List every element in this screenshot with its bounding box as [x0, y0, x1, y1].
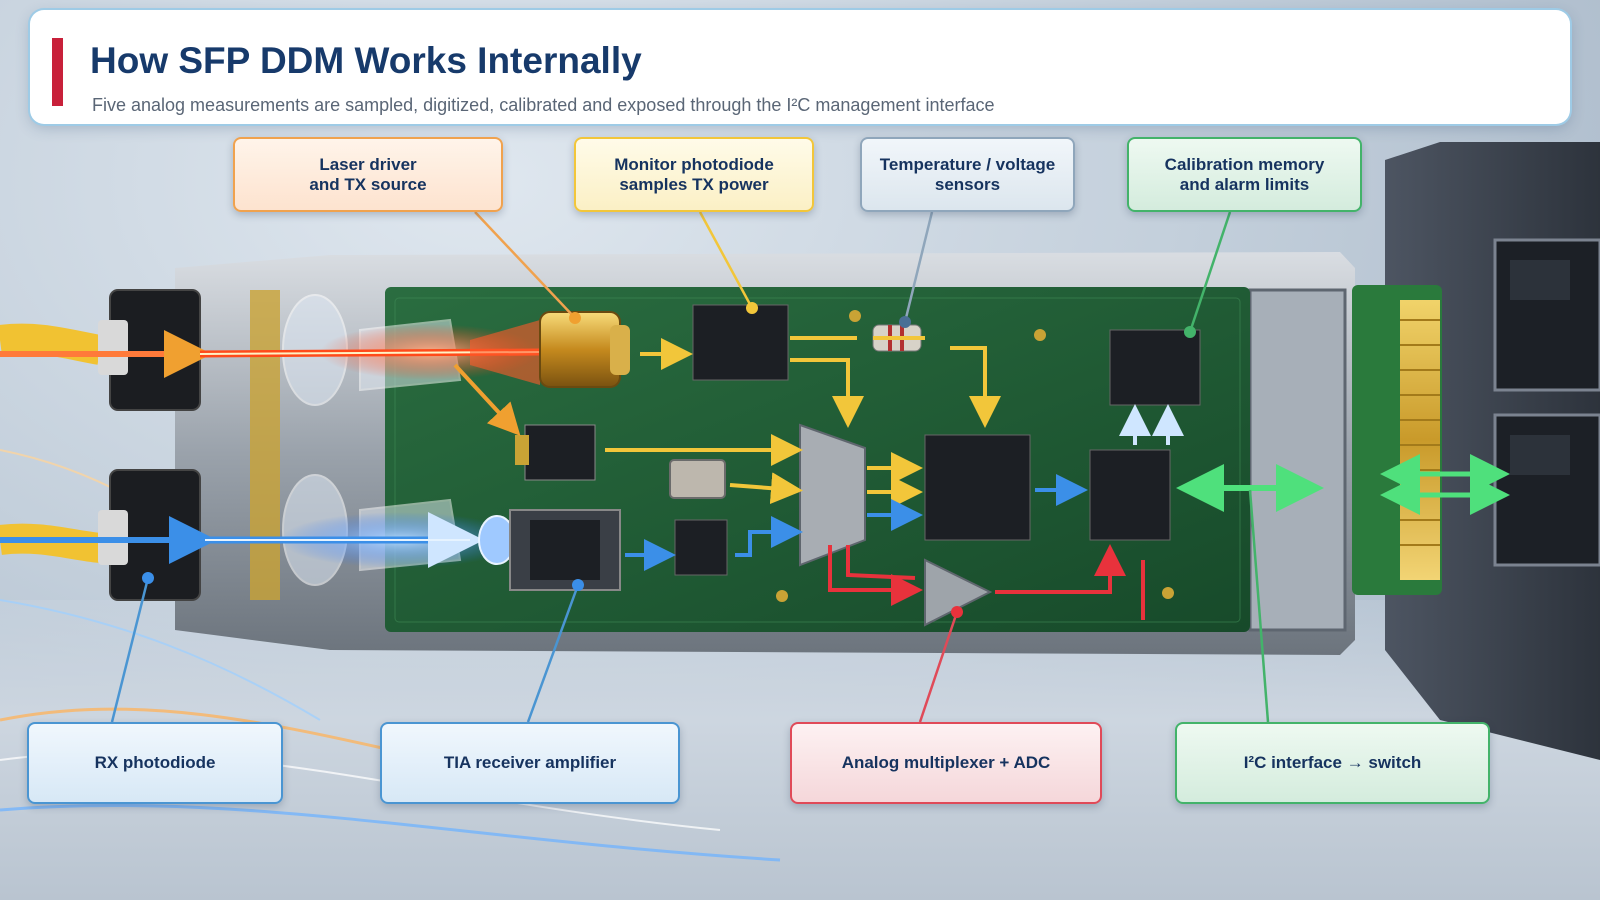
header-panel: How SFP DDM Works Internally Five analog…: [30, 10, 1570, 124]
signal-traces: [453, 336, 1510, 620]
tx-light-path: [0, 320, 541, 385]
callout-tia-amplifier: TIA receiver amplifier: [380, 722, 680, 804]
page-title: How SFP DDM Works Internally: [90, 40, 642, 81]
callout-monitor-photodiode: Monitor photodiode samples TX power: [574, 137, 814, 212]
callout-temperature-voltage: Temperature / voltage sensors: [860, 137, 1075, 212]
edge-connector-gold-fingers: [1400, 300, 1440, 580]
multiplexer-block: [799, 423, 866, 567]
callout-i2c-interface: I²C interface → switch: [1175, 722, 1490, 804]
pcb-components: [509, 304, 1201, 627]
rx-light-path: [0, 512, 520, 568]
callout-laser-driver: Laser driver and TX source: [233, 137, 503, 212]
fiber-cables: [0, 323, 103, 563]
callout-leaders: [110, 211, 1270, 723]
accent-bar: [52, 38, 63, 106]
callout-calibration-memory: Calibration memory and alarm limits: [1127, 137, 1362, 212]
callout-rx-photodiode: RX photodiode: [27, 722, 283, 804]
callout-mux-adc: Analog multiplexer + ADC: [790, 722, 1102, 804]
page-subtitle: Five analog measurements are sampled, di…: [92, 95, 995, 115]
laser-tosa: [539, 311, 630, 388]
